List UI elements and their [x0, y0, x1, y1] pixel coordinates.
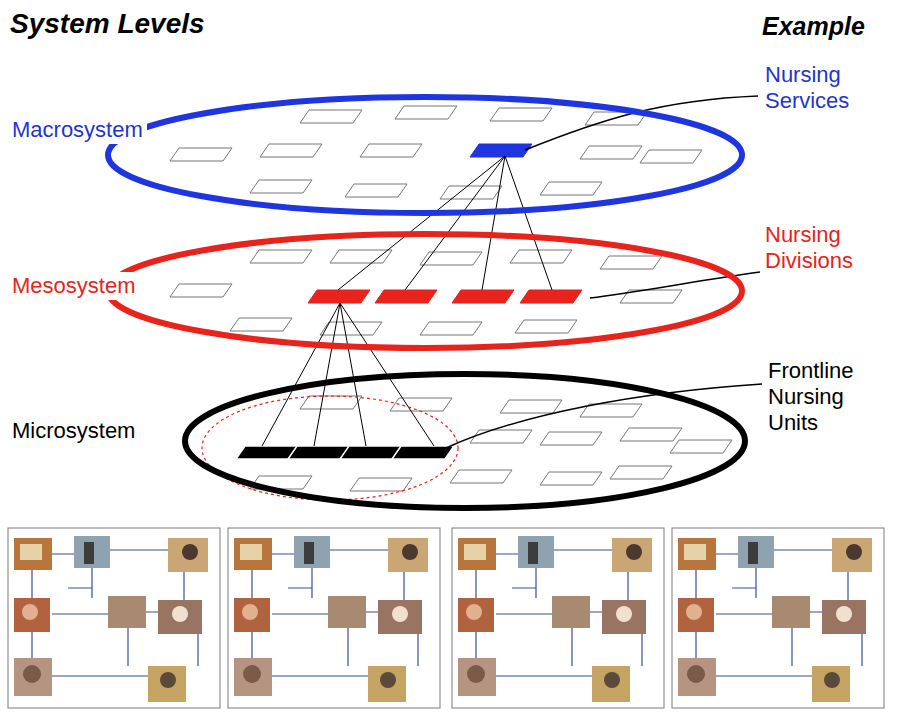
- system-level-ellipse: Microsystem: [8, 370, 750, 514]
- ellipse-outline: [8, 92, 748, 218]
- ellipse-shape: [185, 374, 745, 508]
- ellipse-shape: [108, 234, 742, 348]
- dotted-outline: [202, 396, 458, 500]
- label-holder: Frontline Nursing Units: [768, 358, 900, 436]
- column-heading: Example: [762, 10, 907, 42]
- level-name: Mesosystem: [8, 272, 139, 300]
- label-holder: Example: [762, 10, 907, 42]
- level-name: Microsystem: [8, 417, 139, 445]
- label-holder: Nursing Divisions: [765, 222, 903, 274]
- label-holder: Nursing Services: [765, 62, 897, 114]
- example-label: Frontline Nursing Units: [768, 358, 900, 436]
- ellipse-shape: [108, 97, 742, 213]
- system-level-ellipse: Mesosystem: [8, 230, 748, 354]
- label-holder: System Levels: [10, 8, 310, 40]
- example-label: Nursing Divisions: [765, 222, 903, 274]
- system-level-ellipse: Macrosystem: [8, 92, 748, 218]
- example-label: Nursing Services: [765, 62, 897, 114]
- column-heading: System Levels: [10, 8, 310, 40]
- level-name: Macrosystem: [8, 116, 147, 144]
